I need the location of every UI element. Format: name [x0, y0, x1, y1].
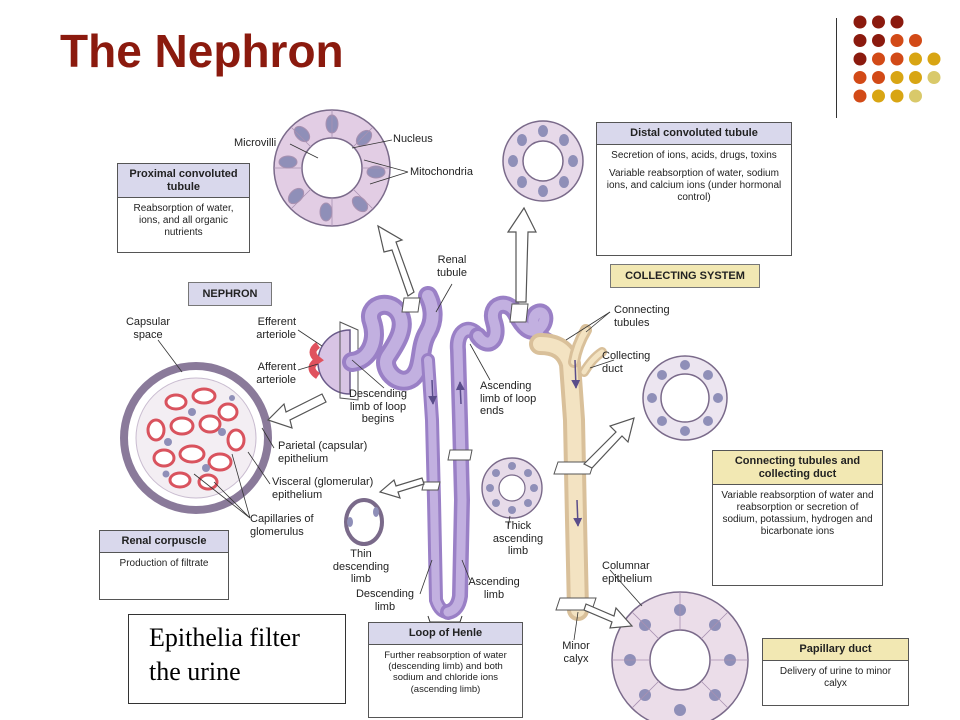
- papillary-duct-cross-section: [611, 591, 749, 720]
- dct-box-body-2: Variable reabsorption of water, sodium i…: [606, 167, 782, 203]
- dct-box: Distal convoluted tubule Secretion of io…: [596, 122, 792, 256]
- title-divider: [836, 18, 837, 118]
- caption-line-1: Epithelia filter: [149, 623, 300, 652]
- loop-of-henle-box-title: Loop of Henle: [369, 623, 522, 645]
- dct-box-body-1: Secretion of ions, acids, drugs, toxins: [611, 149, 777, 161]
- label-afferent-arteriole: Afferent arteriole: [256, 361, 296, 386]
- loop-of-henle-box: Loop of Henle Further reabsorption of wa…: [368, 622, 523, 718]
- nephron-tag: NEPHRON: [188, 282, 272, 306]
- decorative-dot: [890, 34, 904, 47]
- pct-box-title: Proximal convoluted tubule: [118, 164, 249, 199]
- label-ascending-limb-ends: Ascending limb of loop ends: [480, 380, 537, 418]
- decorative-dot-grid: [853, 15, 941, 103]
- decorative-dot: [872, 15, 885, 29]
- label-thick-ascending-limb: Thick ascending limb: [492, 520, 544, 558]
- label-columnar-epithelium: Columnar epithelium: [602, 560, 653, 585]
- decorative-dot: [909, 34, 922, 47]
- renal-corpuscle-box-title: Renal corpuscle: [100, 531, 228, 553]
- decorative-dot: [853, 52, 867, 66]
- decorative-dot: [890, 89, 904, 103]
- papillary-duct-box-body: Delivery of urine to minor calyx: [779, 665, 892, 689]
- bowmans-capsule: [308, 321, 359, 401]
- connecting-tubules-box-body: Variable reabsorption of water and reabs…: [721, 490, 874, 538]
- label-renal-tubule: Renal tubule: [437, 254, 467, 279]
- decorative-dot: [872, 52, 885, 66]
- thick-ascending-limb-cross-section: [481, 457, 543, 519]
- connecting-tubules-box: Connecting tubules and collecting duct V…: [712, 450, 883, 586]
- decorative-dot: [909, 71, 922, 84]
- renal-corpuscle-cross-section: [120, 362, 272, 514]
- decorative-dot: [853, 15, 867, 29]
- label-nucleus: Nucleus: [393, 133, 433, 145]
- connecting-tubules-box-title: Connecting tubules and collecting duct: [713, 451, 882, 486]
- decorative-dot: [890, 52, 904, 66]
- decorative-dot: [872, 89, 885, 103]
- label-capsular-space: Capsular space: [125, 316, 171, 341]
- label-collecting-duct: Collecting duct: [602, 350, 651, 375]
- label-visceral-epithelium: Visceral (glomerular) epithelium: [272, 476, 374, 501]
- collecting-system-tag: COLLECTING SYSTEM: [610, 264, 760, 288]
- collecting-duct-cross-section: [642, 355, 728, 441]
- caption-box: Epithelia filter the urine: [128, 614, 346, 704]
- papillary-duct-box: Papillary duct Delivery of urine to mino…: [762, 638, 909, 706]
- label-efferent-arteriole: Efferent arteriole: [256, 316, 296, 341]
- decorative-dot: [853, 71, 867, 84]
- thin-descending-limb-cross-section: [344, 498, 384, 546]
- dct-box-title: Distal convoluted tubule: [597, 123, 791, 145]
- decorative-dot: [927, 71, 941, 84]
- decorative-dot: [872, 71, 885, 84]
- decorative-dot: [853, 34, 867, 47]
- label-thin-descending-limb: Thin descending limb: [332, 548, 390, 586]
- label-minor-calyx: Minor calyx: [562, 640, 590, 665]
- label-microvilli: Microvilli: [234, 137, 277, 149]
- caption-line-2: the urine: [149, 656, 241, 686]
- decorative-dot: [872, 34, 885, 47]
- loop-of-henle-box-body: Further reabsorption of water (descendin…: [384, 649, 507, 695]
- papillary-duct-box-title: Papillary duct: [763, 639, 908, 661]
- decorative-dot: [927, 52, 941, 66]
- pct-cross-section: [273, 109, 391, 227]
- label-parietal-epithelium: Parietal (capsular) epithelium: [278, 440, 368, 465]
- decorative-dot: [890, 15, 904, 29]
- decorative-dot: [909, 52, 922, 66]
- pct-box-body: Reabsorption of water, ions, and all org…: [133, 203, 234, 239]
- label-connecting-tubules: Connecting tubules: [614, 304, 670, 329]
- pct-box: Proximal convoluted tubule Reabsorption …: [117, 163, 250, 253]
- label-capillaries-glomerulus: Capillaries of glomerulus: [250, 513, 314, 538]
- decorative-dot: [890, 71, 904, 84]
- label-descending-limb: Descending limb: [355, 588, 415, 613]
- renal-corpuscle-box: Renal corpuscle Production of filtrate: [99, 530, 229, 600]
- label-mitochondria: Mitochondria: [410, 166, 473, 178]
- renal-corpuscle-box-body: Production of filtrate: [119, 557, 209, 569]
- label-descending-limb-begins: Descending limb of loop begins: [348, 388, 408, 426]
- dct-cross-section: [502, 120, 584, 202]
- slide-title: The Nephron: [60, 25, 344, 77]
- decorative-dot: [909, 89, 922, 103]
- decorative-dot: [853, 89, 867, 103]
- label-ascending-limb: Ascending limb: [468, 576, 520, 601]
